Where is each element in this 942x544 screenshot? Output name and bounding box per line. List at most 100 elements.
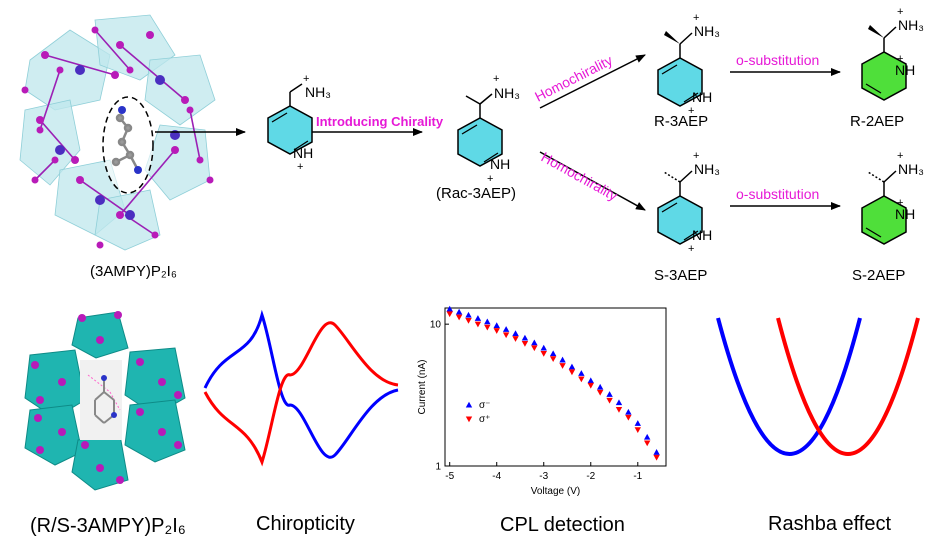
molecule-s-2aep	[861, 170, 907, 245]
homochirality-label-s: Homochirality	[539, 149, 621, 204]
cpl-point-0-3	[474, 315, 482, 321]
cpl-x-axis-label: Voltage (V)	[531, 486, 580, 497]
cpl-x-tick-label: -5	[445, 471, 454, 482]
rashba-effect-label: Rashba effect	[768, 513, 891, 535]
cpl-point-0-6	[502, 326, 510, 332]
cpl-legend-label-1: σ⁺	[479, 414, 490, 425]
cpl-x-tick-label: -2	[586, 471, 595, 482]
molecule-3ampy	[267, 83, 313, 155]
molecule-r-2aep	[861, 25, 907, 101]
cpl-point-1-18	[615, 406, 623, 413]
cpl-point-1-1	[455, 314, 463, 321]
cpl-x-tick-label: -1	[633, 471, 642, 482]
cpl-y-tick-label: 10	[430, 320, 442, 331]
cpl-point-1-11	[549, 356, 557, 362]
cpl-y-tick-label: 1	[435, 462, 441, 473]
cpl-point-0-9	[531, 339, 538, 346]
cpl-point-0-5	[493, 322, 500, 328]
cpl-point-1-6	[502, 332, 510, 339]
cpl-point-1-13	[568, 369, 576, 376]
cpl-point-0-2	[465, 311, 472, 318]
rac-3aep-label: (Rac-3AEP)	[436, 185, 516, 202]
cpl-point-0-20	[634, 420, 641, 426]
svg-text:NH₃: NH₃	[694, 161, 720, 177]
chiropticity-label: Chiropticity	[256, 513, 355, 535]
cpl-plot-frame	[444, 307, 667, 467]
chiropticity-blue-curve	[203, 309, 399, 459]
svg-text:NH₃: NH₃	[898, 161, 924, 177]
cpl-point-0-8	[521, 334, 529, 341]
cpl-point-1-0	[446, 311, 453, 318]
molecule-s-3aep	[657, 170, 703, 245]
svg-text:+: +	[693, 12, 699, 24]
cpl-point-0-11	[549, 350, 557, 357]
svg-text:NH: NH	[490, 156, 510, 172]
cpl-detection-label: CPL detection	[500, 514, 625, 536]
molecule-rac-3aep	[457, 93, 503, 167]
cpl-legend-label-0: σ⁻	[479, 400, 490, 411]
cpl-point-0-0	[446, 305, 453, 312]
cpl-point-1-8	[521, 340, 529, 347]
svg-text:NH: NH	[895, 62, 915, 78]
cpl-point-1-17	[606, 397, 613, 404]
nh3-3ampy: NH₃	[305, 84, 331, 100]
svg-text:+: +	[297, 161, 303, 173]
cpl-point-1-14	[578, 376, 585, 383]
chiropticity-plot	[203, 309, 399, 467]
svg-text:NH: NH	[692, 227, 712, 243]
cpl-point-1-3	[474, 321, 482, 328]
chiral-compound-label: (R/S-3AMPY)P₂I₆	[30, 515, 186, 537]
svg-text:+: +	[487, 173, 493, 185]
chiropticity-red-curve	[203, 321, 399, 467]
cpl-point-1-7	[512, 336, 519, 342]
cpl-point-1-4	[484, 324, 491, 331]
cpl-x-tick-label: -4	[492, 471, 501, 482]
s-2aep-label: S-2AEP	[852, 267, 905, 284]
cpl-point-0-22	[653, 449, 660, 455]
cpl-legend-marker-0	[465, 401, 473, 408]
r-3aep-label: R-3AEP	[654, 113, 708, 130]
svg-text:+: +	[493, 73, 499, 85]
cpl-point-0-21	[643, 433, 651, 440]
svg-text:+: +	[897, 53, 903, 65]
svg-text:+: +	[688, 105, 694, 117]
cpl-point-1-5	[493, 328, 500, 334]
o-substitution-label-r: o-substitution	[736, 52, 819, 68]
svg-text:+: +	[688, 243, 694, 255]
cpl-point-0-16	[596, 383, 604, 390]
cpl-point-1-16	[596, 389, 604, 396]
cpl-point-0-4	[484, 318, 491, 325]
cpl-point-0-17	[606, 391, 613, 397]
cpl-point-0-19	[625, 408, 632, 415]
cpl-point-0-1	[455, 308, 463, 315]
svg-text:+: +	[897, 6, 903, 18]
svg-text:NH: NH	[293, 145, 313, 161]
s-3aep-label: S-3AEP	[654, 267, 707, 284]
molecule-r-3aep	[657, 31, 703, 107]
rashba-blue-band	[716, 317, 862, 456]
cpl-point-0-7	[512, 330, 519, 337]
svg-text:NH: NH	[692, 89, 712, 105]
cpl-point-1-19	[625, 414, 632, 421]
nh3-rac: NH₃	[494, 85, 520, 101]
cpl-point-1-21	[643, 440, 651, 447]
svg-text:+: +	[897, 197, 903, 209]
cpl-point-1-9	[531, 345, 538, 352]
cpl-x-tick-label: -3	[539, 471, 548, 482]
cpl-point-0-13	[568, 363, 576, 370]
rashba-red-band	[776, 317, 920, 456]
svg-text:NH₃: NH₃	[898, 17, 924, 33]
cpl-point-0-10	[540, 344, 547, 351]
cpl-point-0-15	[587, 377, 594, 384]
cpl-point-1-10	[540, 351, 547, 357]
arrow-homochirality-s	[539, 151, 646, 211]
cpl-point-1-22	[653, 454, 660, 461]
homochirality-label-r: Homochirality	[532, 52, 615, 105]
cpl-point-1-12	[559, 363, 566, 369]
cpl-y-axis-label: Current (nA)	[417, 359, 428, 414]
svg-text:NH: NH	[895, 206, 915, 222]
svg-text:+: +	[897, 150, 903, 162]
cpl-point-0-14	[578, 370, 585, 376]
svg-text:NH₃: NH₃	[694, 23, 720, 39]
cpl-point-0-12	[559, 356, 566, 363]
